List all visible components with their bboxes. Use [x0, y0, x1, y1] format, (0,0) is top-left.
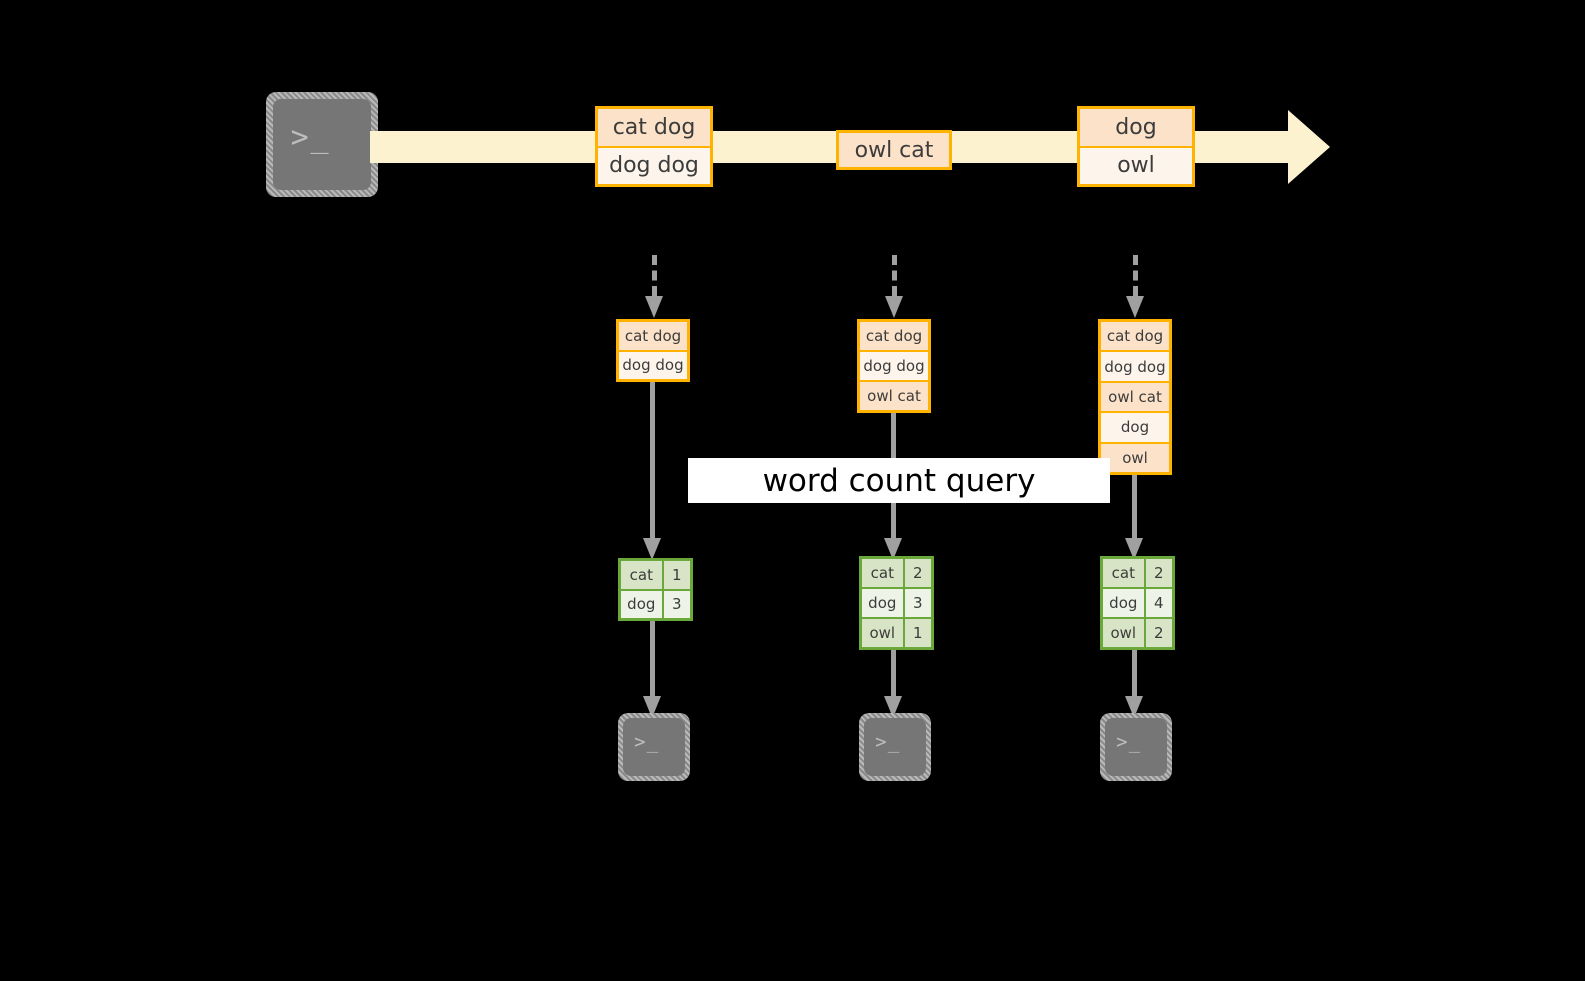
- snapshot-input-stack[interactable]: cat dog dog dog owl cat dog owl: [1098, 319, 1172, 475]
- result-word: dog: [621, 590, 664, 618]
- terminal-prompt-icon: >_: [634, 731, 660, 754]
- result-word: dog: [862, 589, 905, 617]
- result-row: cat 2: [862, 559, 931, 589]
- terminal-prompt-icon: >_: [290, 119, 331, 155]
- stream-event-box[interactable]: owl cat: [836, 130, 952, 170]
- snapshot-input-stack[interactable]: cat dog dog dog owl cat: [857, 319, 931, 413]
- result-count: 1: [663, 561, 690, 589]
- snapshot-input-stack[interactable]: cat dog dog dog: [616, 319, 690, 382]
- sink-terminal-3-body: >_: [1105, 718, 1167, 776]
- snapshot-input-row: owl cat: [1101, 382, 1169, 414]
- snapshot-input-row: dog dog: [860, 352, 928, 382]
- snapshot-input-row: dog dog: [619, 351, 687, 379]
- result-count: 3: [904, 589, 931, 617]
- snapshot-input-row: dog: [1101, 413, 1169, 444]
- source-terminal-body: >_: [273, 99, 371, 190]
- result-word: cat: [621, 561, 664, 589]
- result-word: owl: [862, 619, 905, 647]
- snapshot-result-table[interactable]: cat 1 dog 3: [618, 558, 693, 621]
- snapshot-input-row: owl: [1101, 443, 1169, 473]
- result-row: owl 1: [862, 619, 931, 647]
- sink-terminal-2-body: >_: [864, 718, 926, 776]
- result-row: cat 1: [621, 561, 690, 591]
- snapshot-input-row: owl cat: [860, 382, 928, 410]
- terminal-prompt-icon: >_: [875, 731, 901, 754]
- sink-terminal-1-body: >_: [623, 718, 685, 776]
- stream-event-box[interactable]: cat dog dog dog: [595, 106, 713, 187]
- snapshot-result-table[interactable]: cat 2 dog 3 owl 1: [859, 556, 934, 650]
- result-count: 1: [904, 619, 931, 647]
- query-label: word count query: [688, 458, 1110, 503]
- result-word: owl: [1103, 619, 1146, 647]
- result-count: 2: [904, 559, 931, 587]
- result-row: dog 3: [862, 589, 931, 619]
- sink-terminal-2[interactable]: >_: [859, 713, 931, 781]
- snapshot-input-row: dog dog: [1101, 352, 1169, 383]
- event-stream-arrow-head: [1288, 110, 1330, 184]
- stream-event-line: dog dog: [598, 147, 710, 184]
- result-row: dog 4: [1103, 589, 1172, 619]
- result-count: 3: [663, 590, 690, 618]
- result-row: dog 3: [621, 590, 690, 618]
- stream-event-line: owl: [1080, 147, 1192, 184]
- stream-event-line: cat dog: [598, 109, 710, 148]
- sink-terminal-1[interactable]: >_: [618, 713, 690, 781]
- snapshot-result-table[interactable]: cat 2 dog 4 owl 2: [1100, 556, 1175, 650]
- sink-terminal-3[interactable]: >_: [1100, 713, 1172, 781]
- source-terminal[interactable]: >_: [266, 92, 378, 197]
- snapshot-input-row: cat dog: [1101, 322, 1169, 353]
- stream-event-line: dog: [1080, 109, 1192, 148]
- result-word: dog: [1103, 589, 1146, 617]
- result-word: cat: [1103, 559, 1146, 587]
- stream-event-line: owl cat: [839, 133, 949, 167]
- snapshot-input-row: cat dog: [860, 322, 928, 352]
- stream-event-box[interactable]: dog owl: [1077, 106, 1195, 187]
- result-row: owl 2: [1103, 619, 1172, 647]
- terminal-prompt-icon: >_: [1116, 731, 1142, 754]
- snapshot-input-row: cat dog: [619, 322, 687, 352]
- result-count: 2: [1145, 559, 1172, 587]
- result-row: cat 2: [1103, 559, 1172, 589]
- result-count: 4: [1145, 589, 1172, 617]
- result-count: 2: [1145, 619, 1172, 647]
- result-word: cat: [862, 559, 905, 587]
